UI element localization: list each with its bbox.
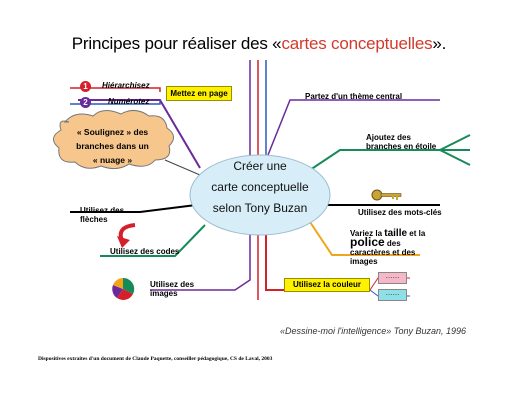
- number-two-badge: 2: [80, 97, 91, 108]
- label-numerotez: Numérotez: [108, 97, 150, 106]
- branch-codes: [100, 224, 206, 257]
- label-images-1: Utilisez des: [150, 280, 195, 289]
- label-hierarchisez: Hiérarchisez: [102, 81, 150, 90]
- curved-arrow-head: [117, 236, 130, 248]
- central-node: [189, 154, 331, 236]
- label-theme-central: Partez d'un thème central: [305, 92, 403, 101]
- label-mots-cles: Utilisez des mots-clés: [358, 208, 442, 217]
- citation: «Dessine-moi l'intelligence» Tony Buzan,…: [280, 326, 466, 336]
- label-etoile-1: Ajoutez des: [366, 133, 411, 142]
- star-fork: [439, 134, 471, 166]
- label-etoile-2: branches en étoile: [366, 142, 437, 151]
- number-one-badge: 1: [80, 81, 91, 92]
- label-mettez-en-page: Mettez en page: [166, 86, 232, 101]
- key-icon: [371, 189, 402, 201]
- central-label: Créer une carte conceptuelle selon Tony …: [211, 159, 309, 215]
- pie-chart-icon: [112, 277, 135, 300]
- branch-numerotez: [70, 100, 161, 105]
- branch-theme-central: [265, 99, 440, 161]
- label-fleches-2: flèches: [80, 215, 108, 224]
- page-title: Principes pour réaliser des «cartes conc…: [71, 34, 447, 53]
- branch-images: [150, 232, 251, 291]
- label-fleches-1: Utilisez des: [80, 206, 125, 215]
- cloud-shape: [53, 110, 174, 170]
- color-box-pink: ……: [378, 272, 407, 284]
- label-codes: Utilisez des codes: [110, 247, 180, 256]
- label-images-2: images: [150, 289, 178, 298]
- branch-varier: [309, 221, 420, 256]
- color-box-cyan: ……: [378, 289, 407, 301]
- label-varier: Variez la taille et la police des caract…: [350, 228, 426, 267]
- branch-nuage: [164, 159, 201, 176]
- branch-fleches: [70, 204, 197, 213]
- footer-credit: Dispositives extraites d'un document de …: [38, 356, 273, 362]
- label-couleur: Utilisez la couleur: [284, 278, 370, 292]
- cloud-label: « Soulignez » des branches dans un « nua…: [76, 127, 149, 165]
- branch-hierarchisez: [70, 87, 161, 92]
- branch-etoile: [309, 149, 440, 171]
